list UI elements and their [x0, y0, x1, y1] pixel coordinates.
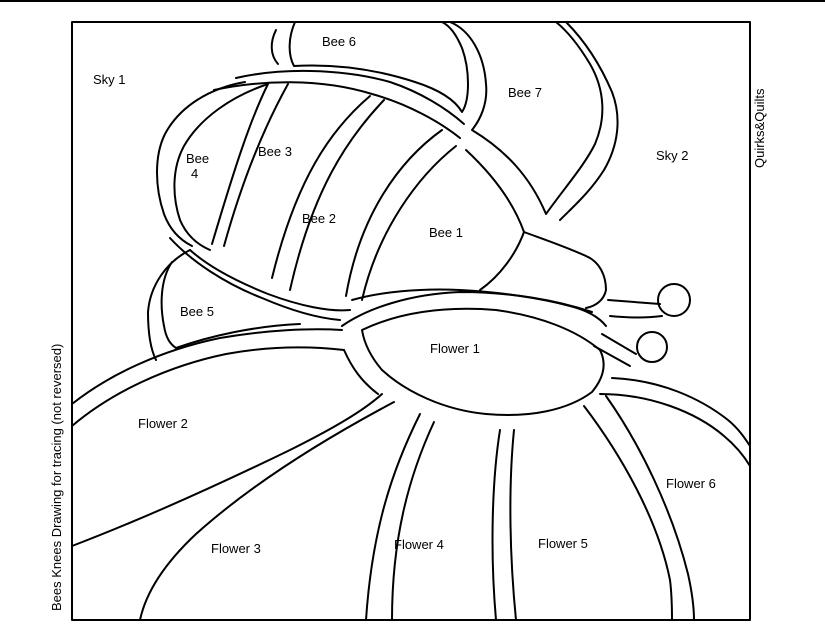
flower-4-left — [391, 421, 435, 621]
flower-2-top — [71, 328, 343, 405]
flower-1-outline — [361, 307, 605, 417]
label-flower-1: Flower 1 — [430, 341, 480, 356]
flower-1-outer — [341, 291, 593, 327]
frame-border — [71, 21, 751, 621]
body-top-band-2 — [213, 81, 461, 139]
bee-2-right-2 — [361, 145, 457, 301]
bee-4-right — [211, 83, 269, 245]
bee-3-right-2 — [289, 99, 385, 291]
flower-2-top-2 — [71, 346, 345, 427]
label-bee-1: Bee 1 — [429, 225, 463, 240]
label-bee-5: Bee 5 — [180, 304, 214, 319]
body-bottom-edge — [189, 249, 351, 312]
flower-6-left — [605, 395, 695, 621]
bee-4-outline — [173, 83, 269, 251]
label-sky-1: Sky 1 — [93, 72, 126, 87]
label-flower-5: Flower 5 — [538, 536, 588, 551]
label-flower-2: Flower 2 — [138, 416, 188, 431]
flower-5-right — [583, 405, 673, 621]
side-caption: Bees Knees Drawing for tracing (not reve… — [49, 343, 64, 611]
flower-5-left — [509, 429, 517, 621]
flower-6-top-2 — [599, 393, 751, 467]
label-bee-7: Bee 7 — [508, 85, 542, 100]
top-rule — [0, 0, 825, 2]
flower-4-right — [491, 429, 501, 621]
flower-6-top — [611, 377, 751, 447]
flower-2-bottom — [71, 393, 383, 547]
bee-7-inner — [559, 21, 619, 221]
antenna-upper-knob — [657, 283, 691, 317]
bee-6-outer — [270, 29, 279, 65]
antenna-upper — [607, 299, 661, 305]
body-bottom-edge-2 — [169, 237, 341, 321]
bee-7-outer — [449, 21, 604, 215]
flower-3-right — [365, 413, 421, 621]
bee-1-outline — [465, 149, 607, 309]
body-top-band — [235, 69, 465, 125]
antenna-lower — [601, 333, 637, 355]
bee-1-cheek — [479, 231, 525, 291]
bee-6-outline — [288, 21, 469, 113]
label-flower-3: Flower 3 — [211, 541, 261, 556]
antenna-upper-2 — [609, 315, 663, 319]
bee-4-inner — [156, 81, 246, 247]
bee-5-inner — [160, 261, 301, 349]
bee-1-outline-2 — [351, 288, 607, 327]
bee-3-right — [271, 95, 371, 279]
flower-2-right — [343, 349, 379, 395]
label-bee-4-line2: 4 — [191, 166, 198, 181]
label-bee-6: Bee 6 — [322, 34, 356, 49]
label-flower-4: Flower 4 — [394, 537, 444, 552]
label-flower-6: Flower 6 — [666, 476, 716, 491]
flower-3-outline — [139, 401, 395, 621]
credit-text: Quirks&Quilts — [752, 88, 767, 168]
label-bee-3: Bee 3 — [258, 144, 292, 159]
label-bee-4-line1: Bee — [186, 151, 209, 166]
label-sky-2: Sky 2 — [656, 148, 689, 163]
label-bee-2: Bee 2 — [302, 211, 336, 226]
antenna-lower-knob — [636, 331, 668, 363]
bee-3-left — [223, 83, 289, 247]
bee-2-right — [345, 129, 443, 297]
